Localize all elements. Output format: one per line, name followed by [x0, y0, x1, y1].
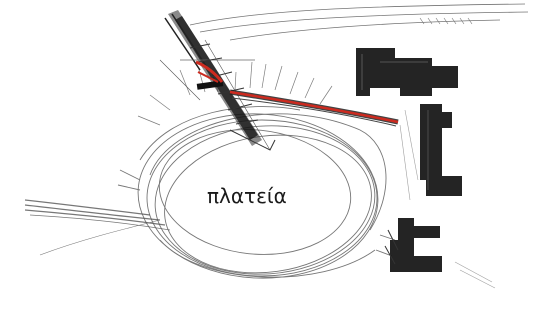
plaza-label: πλατεία	[207, 186, 287, 206]
building-block-north	[356, 48, 458, 96]
building-block-east	[420, 104, 462, 196]
top-contour-lines	[190, 4, 528, 40]
diagonal-block	[160, 10, 275, 150]
building-block-south	[385, 218, 442, 272]
